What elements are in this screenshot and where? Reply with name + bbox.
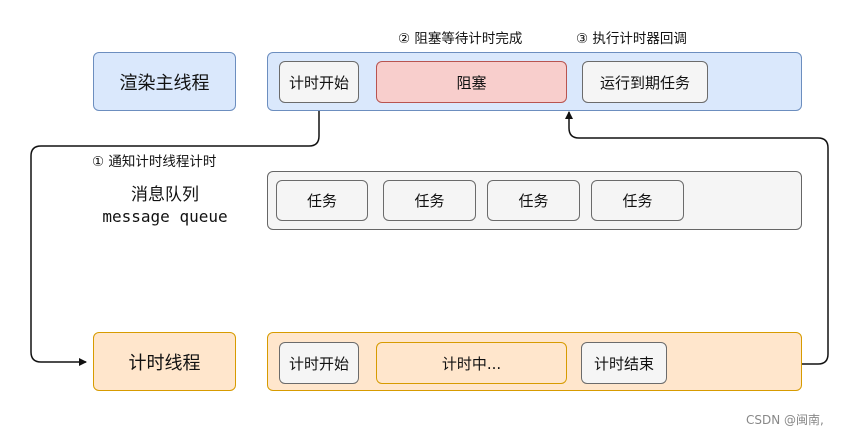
annotation-step-1: ① 通知计时线程计时 — [92, 154, 217, 170]
queue-task: 任务 — [487, 180, 580, 221]
queue-task: 任务 — [383, 180, 476, 221]
run-expired-task: 运行到期任务 — [582, 61, 708, 103]
watermark: CSDN @闽南, — [746, 413, 824, 427]
timer-done-arrow — [565, 111, 829, 365]
block-task: 阻塞 — [376, 61, 567, 103]
notify-timer-arrow — [30, 108, 320, 366]
annotation-step-3: ③ 执行计时器回调 — [576, 31, 687, 47]
queue-label-en: message queue — [102, 207, 228, 226]
main-timer-start-task: 计时开始 — [279, 61, 359, 103]
timer-end-task: 计时结束 — [581, 342, 667, 384]
queue-label: 消息队列 message queue — [80, 184, 250, 228]
annotation-step-2: ② 阻塞等待计时完成 — [398, 31, 523, 47]
timer-running-task: 计时中... — [376, 342, 567, 384]
queue-task: 任务 — [591, 180, 684, 221]
queue-task: 任务 — [276, 180, 368, 221]
main-thread-label: 渲染主线程 — [93, 52, 236, 111]
timer-thread-label: 计时线程 — [93, 332, 236, 391]
queue-label-cn: 消息队列 — [131, 185, 199, 205]
timer-start-task: 计时开始 — [279, 342, 359, 384]
